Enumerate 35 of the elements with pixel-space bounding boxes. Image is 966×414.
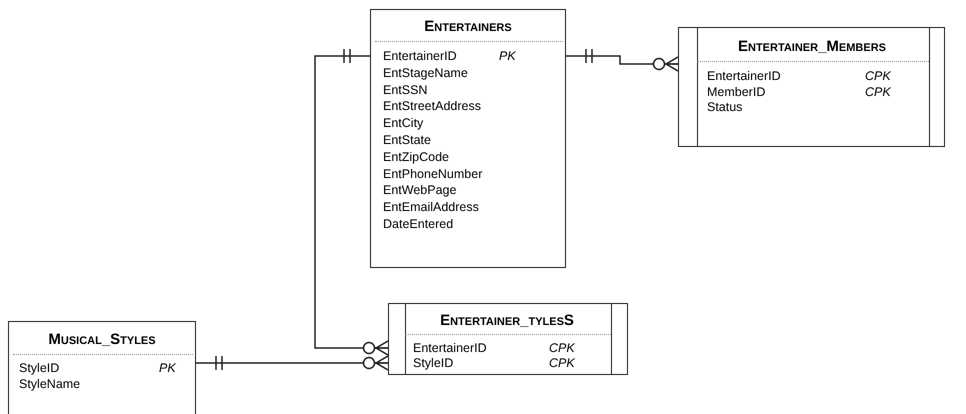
entity-table: [388, 303, 628, 375]
key-marker: CPK: [865, 84, 891, 100]
field-name: EntertainerID: [383, 49, 457, 64]
field-name: EntStageName: [383, 66, 468, 81]
field-name: StyleID: [19, 361, 60, 376]
key-marker: CPK: [549, 356, 575, 371]
field-name: EntSSN: [383, 82, 428, 98]
entity-table: [8, 321, 196, 414]
field-name: EntWebPage: [383, 183, 456, 198]
key-marker: PK: [499, 49, 516, 64]
relationship-line: [314, 48, 389, 356]
field-name: MemberID: [707, 84, 766, 100]
key-marker: CPK: [549, 341, 575, 356]
key-marker: CPK: [865, 69, 891, 84]
field-name: StyleID: [413, 356, 454, 371]
field-name: EntCity: [383, 116, 424, 132]
field-name: EntStreetAddress: [383, 99, 481, 114]
field-name: EntertainerID: [707, 69, 781, 84]
table-name: Musical_Styles: [47, 331, 157, 348]
relationship-line: [196, 355, 389, 371]
field-name: DateEntered: [383, 217, 454, 232]
key-marker: PK: [159, 361, 176, 376]
field-name: EntPhoneNumber: [383, 166, 482, 182]
field-name: EntEmailAddress: [383, 200, 479, 216]
field-name: Status: [707, 100, 742, 115]
entity-table: [678, 27, 945, 147]
field-name: EntertainerID: [413, 341, 487, 356]
relationship-line: [566, 48, 679, 72]
field-name: EntState: [383, 133, 431, 148]
field-name: EntZipCode: [383, 150, 450, 165]
field-name: StyleName: [19, 376, 80, 392]
table-name: Entertainer_Members: [737, 38, 887, 55]
table-name: Entertainers: [423, 18, 513, 35]
table-name: Entertainer_tylesS: [439, 312, 575, 329]
entity-table: [370, 9, 566, 268]
